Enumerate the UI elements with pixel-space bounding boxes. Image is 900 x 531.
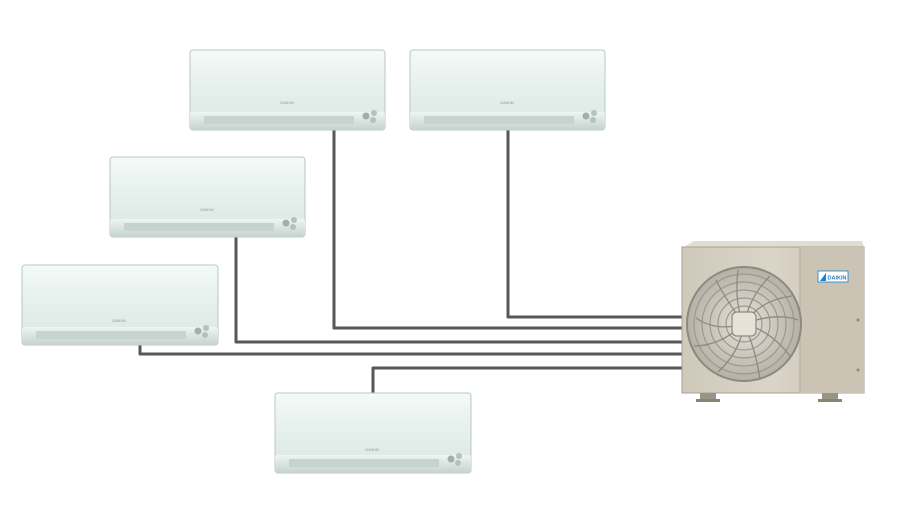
indicator-icon bbox=[282, 217, 297, 230]
indicator-icon bbox=[194, 325, 209, 338]
indoor-logo: DAIKIN bbox=[112, 318, 125, 323]
pipe-top-left-unit bbox=[332, 126, 688, 330]
pipe-top-right-unit bbox=[506, 126, 688, 319]
pipe-middle-left-unit bbox=[234, 234, 688, 344]
indicator-icon bbox=[362, 110, 377, 123]
indicator-icon bbox=[447, 453, 462, 466]
pipe-lower-left-unit bbox=[138, 342, 688, 356]
refrigerant-pipes bbox=[138, 126, 688, 397]
indoor-unit-bottom-center: DAIKIN bbox=[274, 392, 472, 474]
fan-icon bbox=[686, 266, 802, 382]
brand-logo: DAIKIN bbox=[817, 270, 849, 283]
indoor-logo: DAIKIN bbox=[365, 447, 378, 452]
pipe-bottom-center-unit bbox=[371, 366, 688, 397]
indoor-unit-top-right: DAIKIN bbox=[409, 49, 606, 131]
outdoor-logo-text: DAIKIN bbox=[828, 276, 847, 282]
indoor-logo: DAIKIN bbox=[280, 100, 293, 105]
indoor-unit-middle-left: DAIKIN bbox=[109, 156, 306, 238]
indoor-unit-lower-left: DAIKIN bbox=[21, 264, 219, 346]
indoor-logo: DAIKIN bbox=[200, 207, 213, 212]
indoor-unit-top-left: DAIKIN bbox=[189, 49, 386, 131]
indicator-icon bbox=[582, 110, 597, 123]
indoor-logo: DAIKIN bbox=[500, 100, 513, 105]
outdoor-unit: DAIKIN bbox=[681, 241, 865, 402]
